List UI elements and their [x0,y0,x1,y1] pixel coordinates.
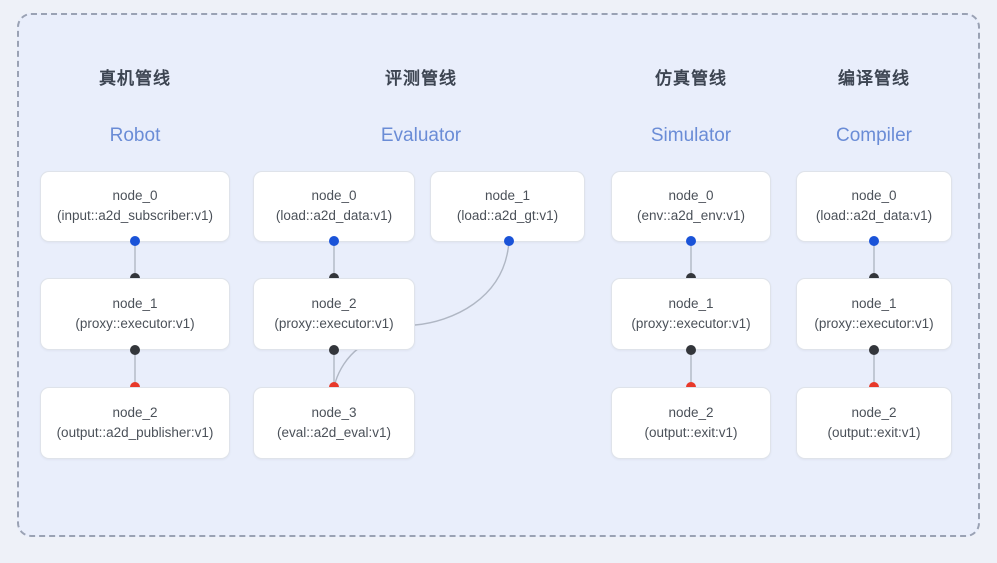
node-label-type: (proxy::executor:v1) [274,315,394,331]
column-subtitle-robot: Robot [109,125,161,146]
node-robot-0[interactable]: node_0 (input::a2d_subscriber:v1) [40,171,230,242]
node-label-name: node_3 [311,404,357,420]
node-label-name: node_2 [851,404,897,420]
node-label-type: (load::a2d_data:v1) [275,208,393,223]
node-label-type: (env::a2d_env:v1) [636,208,746,223]
column-title-robot: 真机管线 [99,69,171,88]
node-simulator-2[interactable]: node_2 (output::exit:v1) [611,387,771,459]
node-robot-1[interactable]: node_1 (proxy::executor:v1) [40,278,230,350]
node-label-name: node_0 [311,188,357,204]
node-simulator-0[interactable]: node_0 (env::a2d_env:v1) [611,171,771,242]
node-evaluator-0[interactable]: node_0 (load::a2d_data:v1) [253,171,415,242]
column-subtitle-simulator: Simulator [650,125,732,146]
node-simulator-1[interactable]: node_1 (proxy::executor:v1) [611,278,771,350]
node-label-name: node_2 [668,404,714,420]
output-port-icon[interactable] [686,345,696,355]
node-evaluator-3[interactable]: node_3 (eval::a2d_eval:v1) [253,387,415,459]
output-port-icon[interactable] [504,236,514,246]
column-subtitle-compiler: Compiler [835,125,913,146]
column-title-simulator: 仿真管线 [655,69,727,88]
node-compiler-1[interactable]: node_1 (proxy::executor:v1) [796,278,952,350]
node-label-type: (load::a2d_data:v1) [815,208,933,223]
node-label-name: node_0 [851,188,897,204]
node-label-type: (output::exit:v1) [827,424,921,440]
node-label-type: (proxy::executor:v1) [814,315,934,331]
node-label-type: (output::exit:v1) [644,424,738,440]
node-label-name: node_1 [484,188,531,204]
node-label-type: (input::a2d_subscriber:v1) [56,208,214,223]
node-label-type: (eval::a2d_eval:v1) [276,424,392,440]
node-label-name: node_1 [668,295,714,311]
node-label-name: node_1 [851,295,897,311]
node-label-name: node_0 [112,188,158,204]
column-title-evaluator: 评测管线 [385,69,457,88]
node-label-name: node_2 [311,295,357,311]
output-port-icon[interactable] [130,345,140,355]
node-label-type: (output::a2d_publisher:v1) [56,424,214,440]
column-title-compiler: 编译管线 [838,69,910,88]
node-label-name: node_2 [112,404,158,420]
output-port-icon[interactable] [329,345,339,355]
node-robot-2[interactable]: node_2 (output::a2d_publisher:v1) [40,387,230,459]
node-evaluator-1[interactable]: node_1 (load::a2d_gt:v1) [430,171,585,242]
column-subtitle-evaluator: Evaluator [380,125,462,146]
node-label-name: node_1 [112,295,158,311]
output-port-icon[interactable] [329,236,339,246]
node-label-name: node_0 [668,188,714,204]
node-label-type: (proxy::executor:v1) [631,315,751,331]
node-compiler-0[interactable]: node_0 (load::a2d_data:v1) [796,171,952,242]
node-label-type: (load::a2d_gt:v1) [456,208,559,223]
output-port-icon[interactable] [869,236,879,246]
node-evaluator-2[interactable]: node_2 (proxy::executor:v1) [253,278,415,350]
output-port-icon[interactable] [686,236,696,246]
output-port-icon[interactable] [869,345,879,355]
node-compiler-2[interactable]: node_2 (output::exit:v1) [796,387,952,459]
node-label-type: (proxy::executor:v1) [75,315,195,331]
output-port-icon[interactable] [130,236,140,246]
